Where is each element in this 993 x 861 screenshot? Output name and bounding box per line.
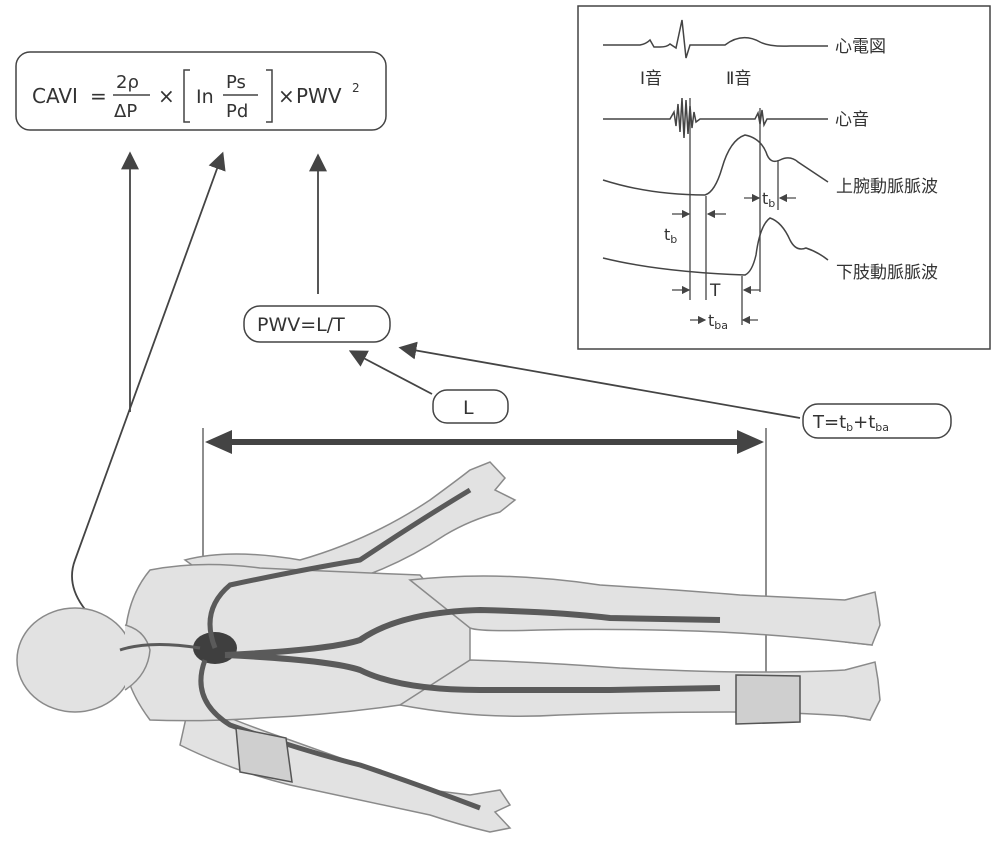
ln-label: In	[196, 86, 214, 108]
arrow-l-to-pwv	[352, 352, 432, 394]
denominator-pd: Pd	[226, 101, 248, 122]
equals-sign: =	[90, 84, 107, 108]
cavi-label: CAVI	[32, 84, 78, 108]
waveform-panel: 心電図 Ⅰ音 Ⅱ音 心音 上腕動脈脈波 下肢動脈脈波 tb tb T tba	[578, 6, 990, 349]
ankle-cuff	[736, 675, 800, 724]
pwv-label: PWV	[296, 84, 342, 108]
numerator-2rho: 2ρ	[116, 72, 139, 93]
distance-arrow-left-head	[205, 430, 232, 454]
pwv-formula-text: PWV=L/T	[257, 314, 345, 336]
t-formula-box: T=tb+tba	[803, 404, 951, 438]
square-exponent: 2	[352, 81, 360, 95]
cavi-formula-box: CAVI = 2ρ ΔP × In Ps Pd × PWV 2	[16, 52, 386, 130]
ankle-pulse-label: 下肢動脈脈波	[836, 263, 938, 283]
heart-sound-label: 心音	[835, 110, 869, 130]
times-sign-2: ×	[278, 84, 295, 108]
first-sound-label: Ⅰ音	[640, 69, 662, 89]
human-body-figure	[17, 462, 880, 832]
times-sign-1: ×	[158, 84, 175, 108]
pwv-formula-box: PWV=L/T	[244, 306, 390, 342]
l-label: L	[463, 397, 474, 419]
t-interval-label: T	[709, 281, 721, 301]
ecg-label: 心電図	[835, 37, 886, 57]
l-box: L	[433, 390, 508, 423]
denominator-delta-p: ΔP	[114, 101, 137, 122]
distance-arrow-right-head	[737, 430, 764, 454]
arm-cuff	[236, 728, 292, 782]
brachial-pulse-label: 上腕動脈脈波	[836, 177, 938, 197]
second-sound-label: Ⅱ音	[726, 69, 751, 89]
numerator-ps: Ps	[226, 72, 246, 93]
